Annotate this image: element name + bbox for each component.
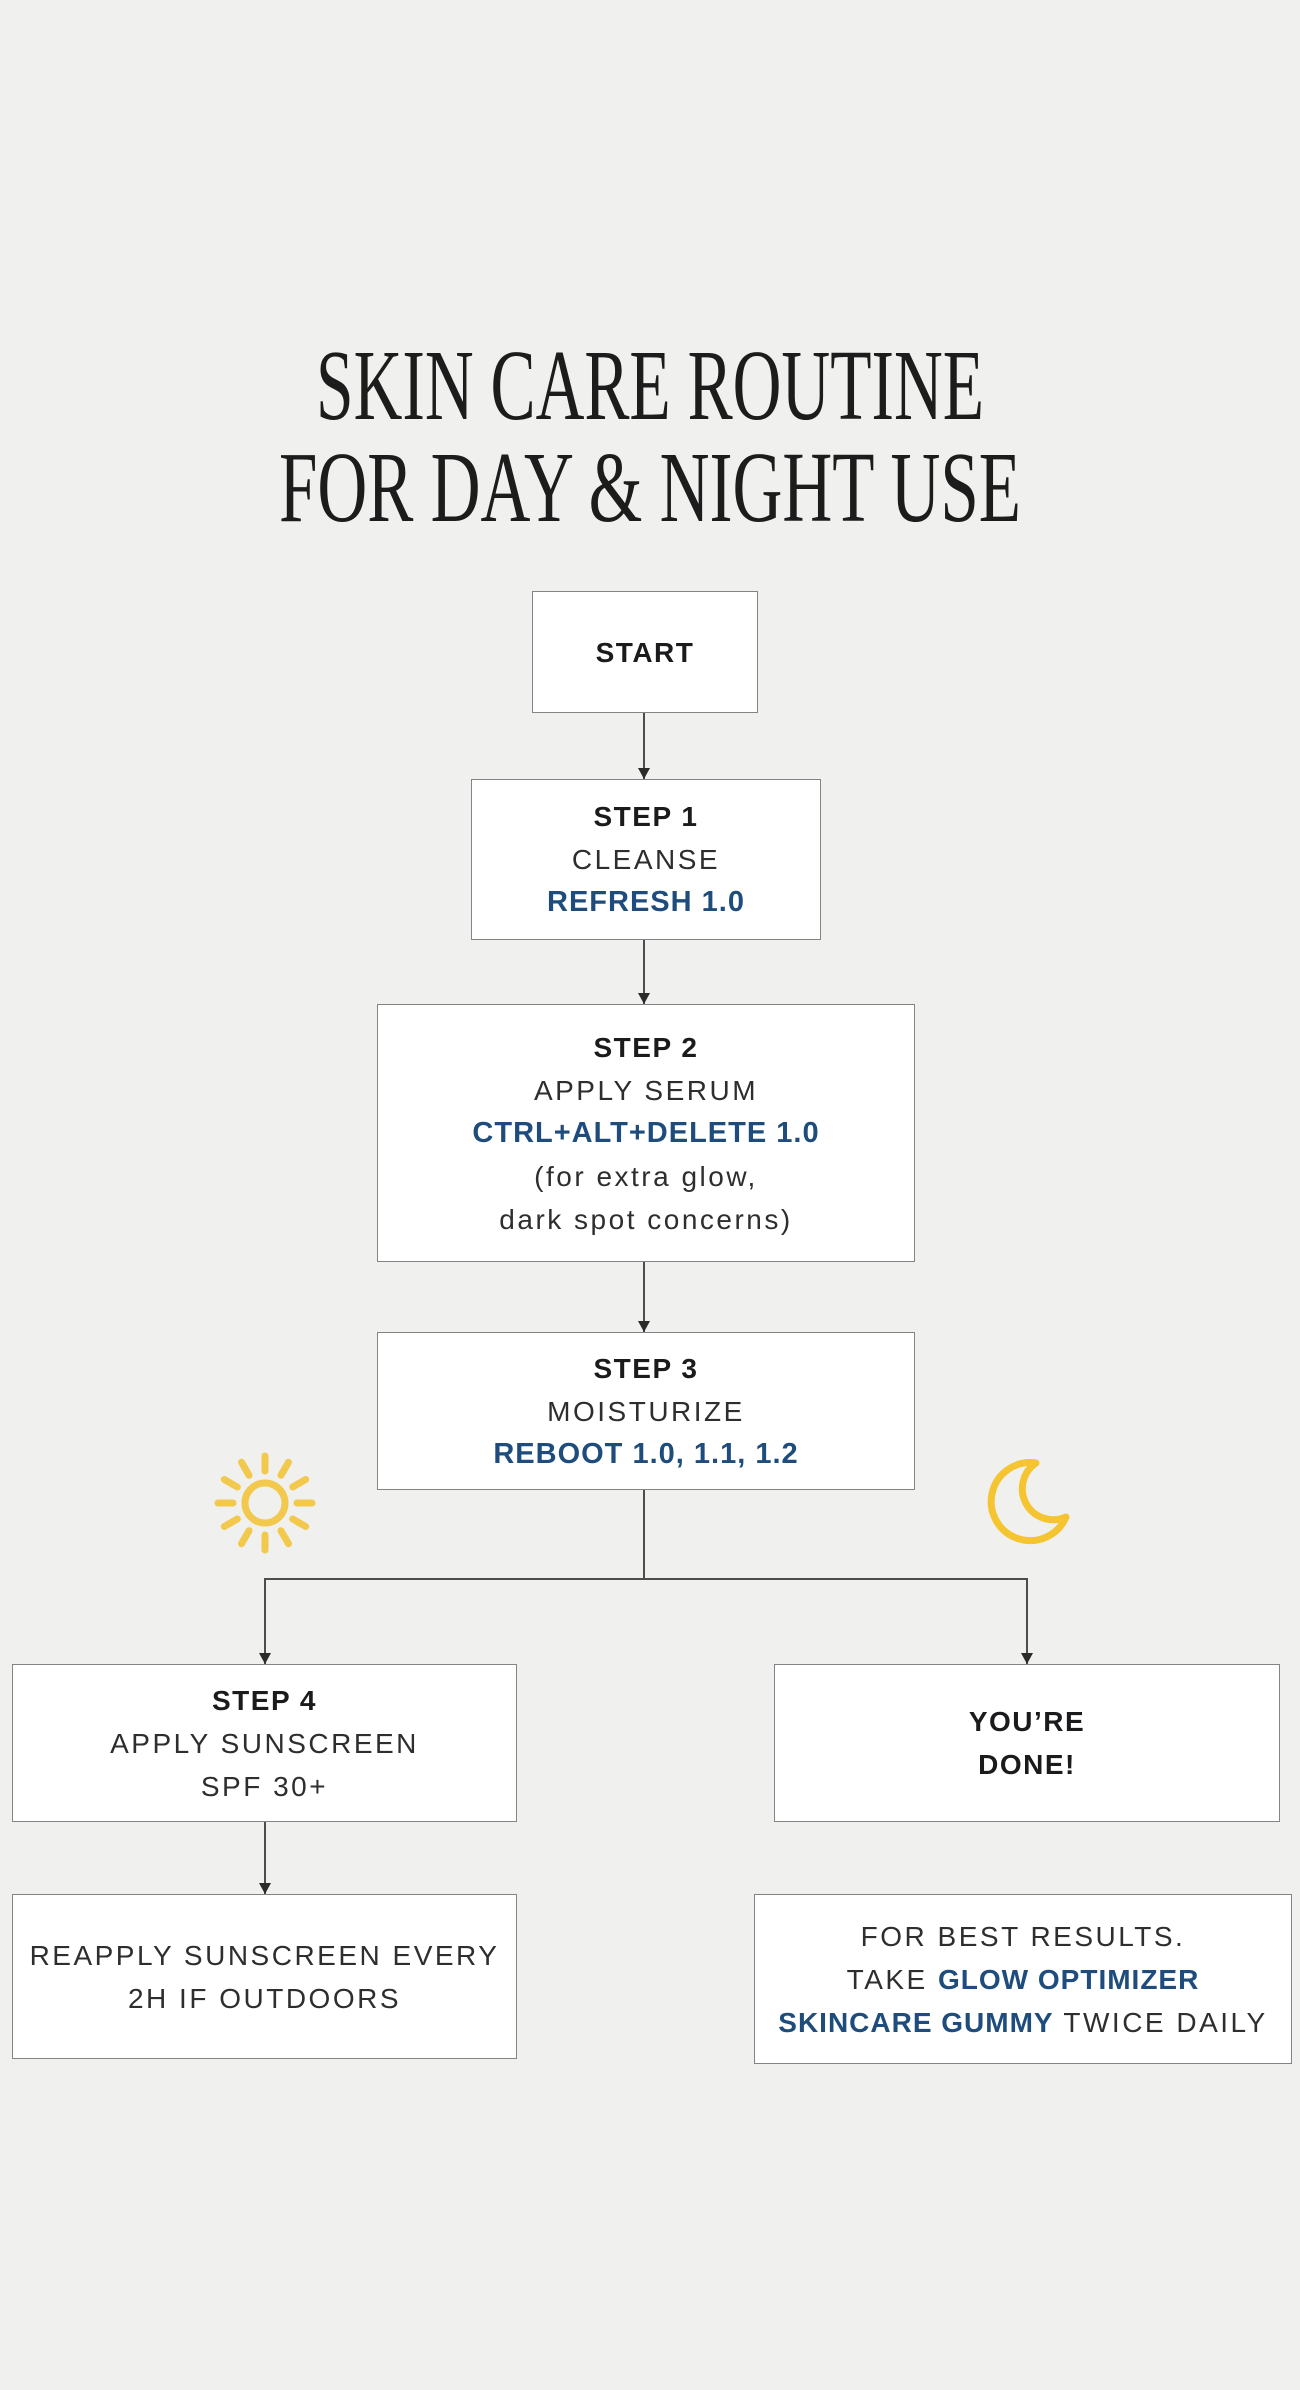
step1-action: CLEANSE [571,844,721,875]
step2-title: STEP 2 [593,1031,699,1063]
page-title: SKIN CARE ROUTINE FOR DAY & NIGHT USE [279,333,1021,543]
step1-node: STEP 1 CLEANSE REFRESH 1.0 [471,779,821,940]
results-line1: FOR BEST RESULTS. [860,1920,1186,1952]
page-title-line1: SKIN CARE ROUTINE [316,333,984,441]
moon-icon [987,1459,1070,1545]
step1-title: STEP 1 [593,801,699,832]
connector-step4-reapply [264,1822,266,1894]
step3-title: STEP 3 [593,1352,699,1384]
step3-product: REBOOT 1.0, 1.1, 1.2 [493,1437,799,1470]
results-line2-product: GLOW OPTIMIZER [938,1963,1200,1995]
start-node: START [532,591,758,713]
connector-step3-split [643,1490,645,1580]
arrowhead-reapply [259,1883,271,1894]
connector-branch-horizontal [264,1578,1028,1580]
reapply-line1: REAPPLY SUNSCREEN EVERY [29,1939,500,1971]
step4-action-line2: SPF 30+ [200,1770,329,1802]
reapply-node: REAPPLY SUNSCREEN EVERY 2H IF OUTDOORS [12,1894,517,2059]
connector-branch-day [264,1578,266,1664]
results-line3: SKINCARE GUMMY TWICE DAILY [778,2001,1267,2044]
step3-action: MOISTURIZE [547,1395,745,1427]
results-line2: TAKE GLOW OPTIMIZER [847,1958,1200,2001]
page-title-line2: FOR DAY & NIGHT USE [279,431,1021,543]
sun-icon [214,1452,316,1554]
step2-product: CTRL+ALT+DELETE 1.0 [472,1116,820,1149]
step2-note-line1: (for extra glow, [534,1160,758,1192]
results-node: FOR BEST RESULTS. TAKE GLOW OPTIMIZER SK… [754,1894,1292,2064]
arrowhead-step3 [638,1321,650,1332]
connector-branch-night [1026,1578,1028,1664]
connector-step2-step3 [643,1262,645,1332]
connector-start-step1 [643,713,645,779]
arrowhead-step1 [638,768,650,779]
done-line1: YOU’RE [968,1706,1086,1737]
start-label: START [595,636,695,668]
done-line2: DONE! [978,1749,1076,1780]
step4-action-line1: APPLY SUNSCREEN [110,1727,419,1759]
arrowhead-done [1021,1653,1033,1664]
step4-node: STEP 4 APPLY SUNSCREEN SPF 30+ [12,1664,517,1822]
connector-step1-step2 [643,940,645,1004]
step2-node: STEP 2 APPLY SERUM CTRL+ALT+DELETE 1.0 (… [377,1004,915,1262]
step2-note-line2: dark spot concerns) [499,1203,793,1235]
reapply-line2: 2H IF OUTDOORS [127,1982,401,2014]
arrowhead-step4 [259,1653,271,1664]
step1-product: REFRESH 1.0 [547,886,745,918]
done-node: YOU’RE DONE! [774,1664,1280,1822]
results-line3-text: TWICE DAILY [1053,2006,1268,2038]
step2-action: APPLY SERUM [533,1074,759,1106]
step4-title: STEP 4 [212,1684,317,1716]
results-line3-product: SKINCARE GUMMY [778,2006,1054,2038]
step3-node: STEP 3 MOISTURIZE REBOOT 1.0, 1.1, 1.2 [377,1332,915,1490]
arrowhead-step2 [638,993,650,1004]
results-line2-text: TAKE [846,1963,939,1995]
